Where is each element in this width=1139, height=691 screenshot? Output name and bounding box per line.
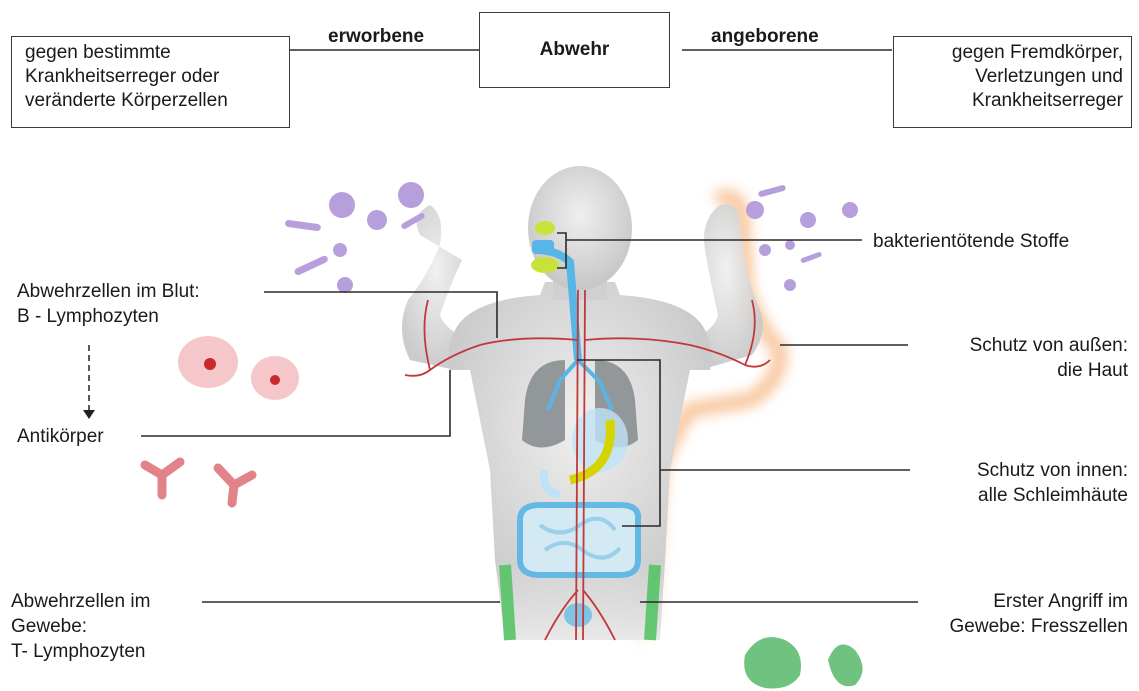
- phagocytes-line-1: Erster Angriff im: [950, 589, 1128, 614]
- tissue-cells-line-3: T- Lymphozyten: [11, 639, 150, 664]
- defense-title-box: Abwehr: [479, 12, 670, 88]
- tissue-cells-line-2: Gewebe:: [11, 614, 150, 639]
- blood-cells-line-1: Abwehrzellen im Blut:: [17, 279, 200, 304]
- phagocytes: [744, 637, 862, 688]
- antibodies: [145, 462, 252, 503]
- acquired-branch-label: erworbene: [328, 24, 424, 49]
- tissue-cells-line-1: Abwehrzellen im: [11, 589, 150, 614]
- mucosa-line-1: Schutz von innen:: [977, 458, 1128, 483]
- label-mucosa-protection: Schutz von innen: alle Schleimhäute: [977, 458, 1128, 508]
- label-bactericidal: bakterientötende Stoffe: [873, 229, 1069, 254]
- innate-branch-label: angeborene: [711, 24, 819, 49]
- innate-line-2: Verletzungen und: [894, 65, 1123, 89]
- label-skin-protection: Schutz von außen: die Haut: [970, 333, 1128, 383]
- innate-line-3: Krankheitserreger: [894, 89, 1123, 113]
- mucosa-line-2: alle Schleimhäute: [977, 483, 1128, 508]
- acquired-line-2: Krankheitserreger oder: [25, 65, 289, 89]
- phagocytes-line-2: Gewebe: Fresszellen: [950, 614, 1128, 639]
- innate-description-box: gegen Fremdkörper, Verletzungen und Kran…: [893, 36, 1132, 128]
- b-lymphocytes: [178, 336, 299, 400]
- arrow-head: [83, 410, 95, 419]
- label-tissue-defense-cells: Abwehrzellen im Gewebe: T- Lymphozyten: [11, 589, 150, 664]
- skin-line-2: die Haut: [970, 358, 1128, 383]
- label-blood-defense-cells: Abwehrzellen im Blut: B - Lymphozyten: [17, 279, 200, 329]
- defense-title: Abwehr: [540, 38, 610, 62]
- acquired-line-3: veränderte Körperzellen: [25, 89, 289, 113]
- blood-cells-line-2: B - Lymphozyten: [17, 304, 200, 329]
- label-antibodies: Antikörper: [17, 424, 104, 449]
- acquired-description-box: gegen bestimmte Krankheitserreger oder v…: [11, 36, 290, 128]
- acquired-line-1: gegen bestimmte: [25, 41, 289, 65]
- innate-line-1: gegen Fremdkörper,: [894, 41, 1123, 65]
- label-phagocytes: Erster Angriff im Gewebe: Fresszellen: [950, 589, 1128, 639]
- skin-line-1: Schutz von außen:: [970, 333, 1128, 358]
